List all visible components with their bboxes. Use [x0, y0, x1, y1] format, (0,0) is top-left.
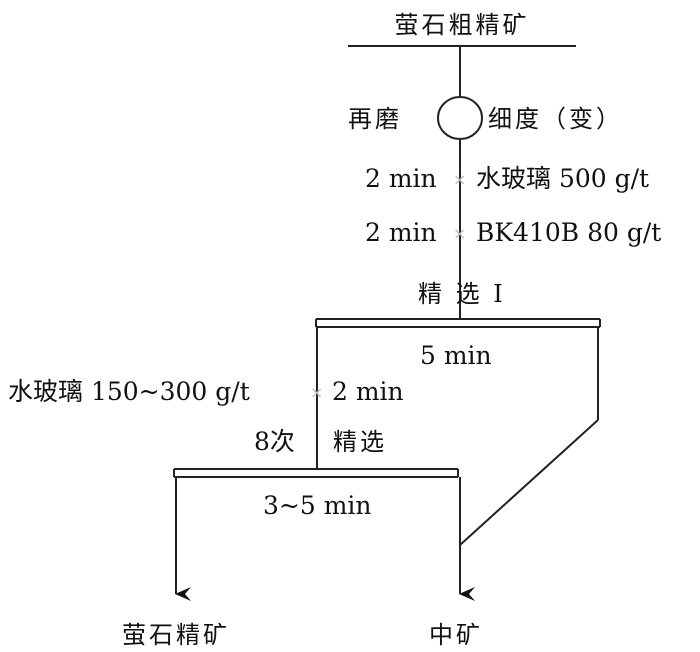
reagent-2-label: BK410B 80 g/t	[476, 218, 661, 247]
cleaner-1-label: 精 选 I	[418, 280, 506, 308]
feed-label: 萤石粗精矿	[395, 11, 530, 39]
reagent-3-label: 水玻璃 150~300 g/t	[8, 377, 250, 406]
conditioning-time-3: 2 min	[332, 377, 404, 406]
cleaner-1-tailings-diagonal	[459, 419, 599, 546]
conditioning-time-1: 2 min	[365, 164, 437, 193]
times-mark-3: ×	[310, 383, 323, 402]
fineness-label: 细度（变）	[488, 105, 623, 133]
concentrate-label: 萤石精矿	[122, 621, 230, 649]
cleaning-count-label: 8次	[254, 427, 295, 456]
cleaning-label: 精选	[333, 428, 387, 456]
conditioning-time-2: 2 min	[365, 218, 437, 247]
regrind-mill-circle	[437, 96, 483, 140]
cleaning-time: 3~5 min	[263, 491, 372, 520]
reagent-1-label: 水玻璃 500 g/t	[476, 164, 649, 193]
regrind-label: 再磨	[348, 105, 402, 133]
times-mark-1: ×	[453, 170, 466, 189]
middlings-label: 中矿	[429, 621, 483, 649]
times-mark-2: ×	[453, 224, 466, 243]
cleaner-1-time: 5 min	[420, 341, 492, 370]
